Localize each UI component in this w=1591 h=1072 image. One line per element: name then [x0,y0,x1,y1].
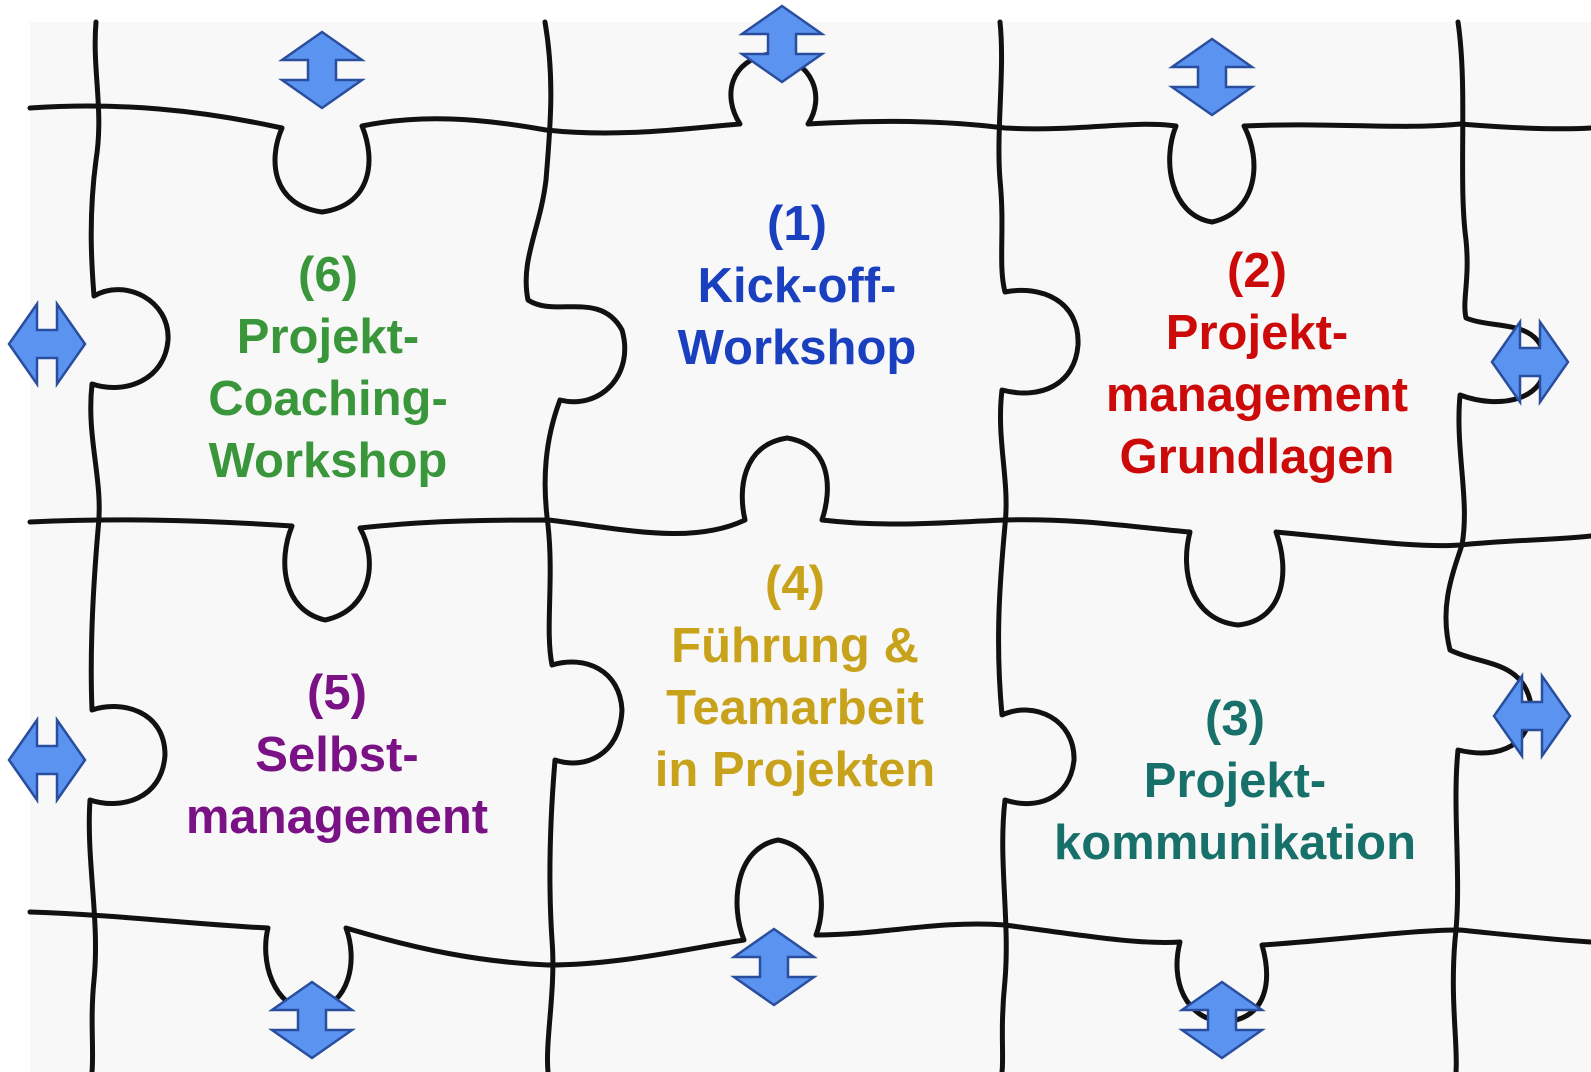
seam-column-2 [523,19,628,1072]
piece-number: (2) [1227,244,1287,298]
seam-column-3 [996,19,1081,1072]
piece-number: (5) [307,666,367,720]
piece-number: (1) [767,197,827,251]
piece-projektmanagement-grundlagen: (2) Projekt- management Grundlagen [1106,240,1408,488]
piece-label-line: Coaching- [208,372,448,426]
piece-number: (3) [1205,692,1265,746]
piece-label-line: Teamarbeit [666,681,924,735]
puzzle-background [30,22,1591,1072]
piece-label-line: Workshop [208,434,448,488]
piece-label-line: Grundlagen [1119,430,1395,484]
piece-label-line: Projekt- [236,310,420,364]
seam-column-1 [86,19,171,1072]
piece-projektkommunikation: (3) Projekt- kommunikation [1054,688,1416,874]
piece-label-line: kommunikation [1053,816,1417,870]
piece-label-line: Projekt- [1165,306,1349,360]
piece-label-line: Projekt- [1143,754,1327,808]
seam-column-4 [1443,19,1548,1072]
seam-middle [27,435,1591,628]
piece-number: (4) [765,557,825,611]
piece-fuehrung-teamarbeit: (4) Führung & Teamarbeit in Projekten [655,553,935,801]
piece-label-line: Selbst- [255,728,419,782]
piece-label-line: management [185,790,489,844]
piece-kick-off-workshop: (1) Kick-off- Workshop [678,193,917,379]
seam-top [27,51,1591,225]
piece-selbstmanagement: (5) Selbst- management [186,662,488,848]
piece-label-line: management [1105,368,1409,422]
piece-label-line: Workshop [677,321,917,375]
piece-label-line: Führung & [671,619,919,673]
piece-label-line: in Projekten [654,743,936,797]
piece-projekt-coaching-workshop: (6) Projekt- Coaching- Workshop [208,244,448,492]
piece-label-line: Kick-off- [697,259,897,313]
piece-number: (6) [298,248,358,302]
